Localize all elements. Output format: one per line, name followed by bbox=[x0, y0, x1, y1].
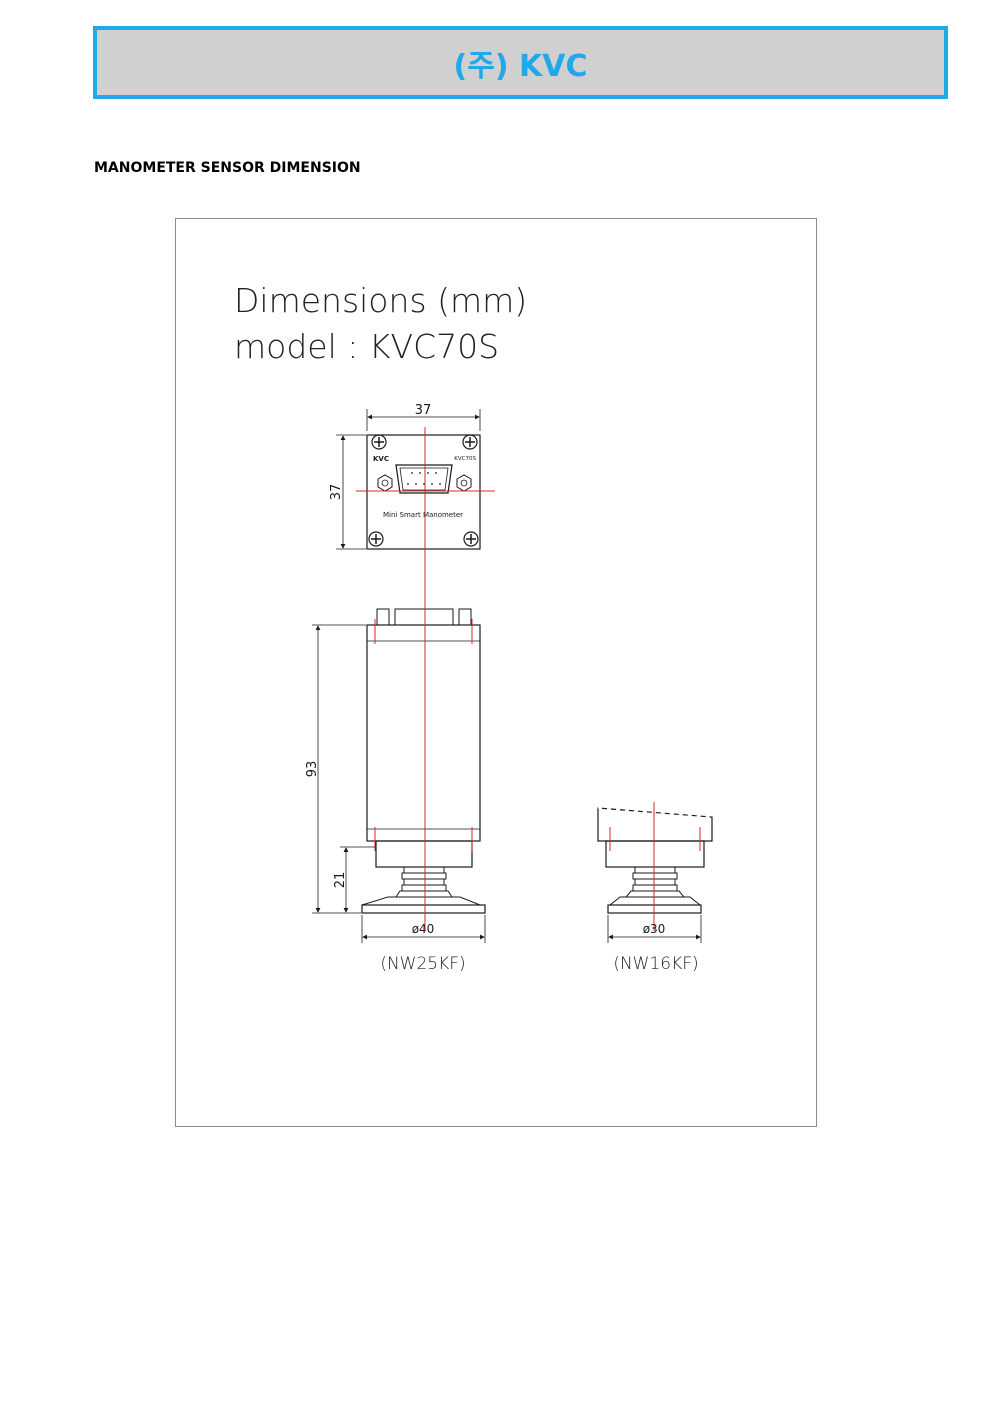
top-height-dim: 37 bbox=[329, 484, 344, 501]
nw16kf-label: (NW16KF) bbox=[613, 954, 698, 974]
dsub-connector-icon bbox=[395, 464, 453, 494]
brand-label: KVC bbox=[373, 455, 389, 463]
side-view: 93 21 ø40 (NW25KF) bbox=[305, 608, 486, 974]
dimension-drawing: Dimensions (mm) model : KVC70S 37 37 bbox=[175, 218, 817, 1127]
side-height-dim: 93 bbox=[305, 761, 320, 778]
header-banner: (주) KVC bbox=[93, 26, 948, 99]
diameter40-dim: ø40 bbox=[412, 922, 435, 936]
hex-nut-icon bbox=[377, 474, 393, 492]
company-title: (주) KVC bbox=[453, 48, 588, 84]
flange-dim: 21 bbox=[333, 872, 348, 889]
screw-icon bbox=[371, 434, 387, 450]
alt-view: ø30 (NW16KF) bbox=[597, 802, 713, 974]
screw-icon bbox=[368, 531, 384, 547]
hex-nut-icon bbox=[456, 474, 472, 492]
diameter30-dim: ø30 bbox=[643, 922, 666, 936]
section-title: MANOMETER SENSOR DIMENSION bbox=[94, 160, 361, 176]
drawing-title-line1: Dimensions (mm) bbox=[234, 281, 527, 320]
screw-icon bbox=[462, 434, 478, 450]
product-label: Mini Smart Manometer bbox=[383, 511, 463, 519]
top-view: 37 37 bbox=[329, 403, 495, 550]
screw-icon bbox=[463, 531, 479, 547]
drawing-title-line2: model : KVC70S bbox=[234, 327, 499, 366]
top-width-dim: 37 bbox=[415, 403, 432, 418]
drawing-canvas: Dimensions (mm) model : KVC70S 37 37 bbox=[234, 281, 713, 974]
model-label: KVC70S bbox=[454, 456, 476, 462]
nw25kf-label: (NW25KF) bbox=[380, 954, 465, 974]
